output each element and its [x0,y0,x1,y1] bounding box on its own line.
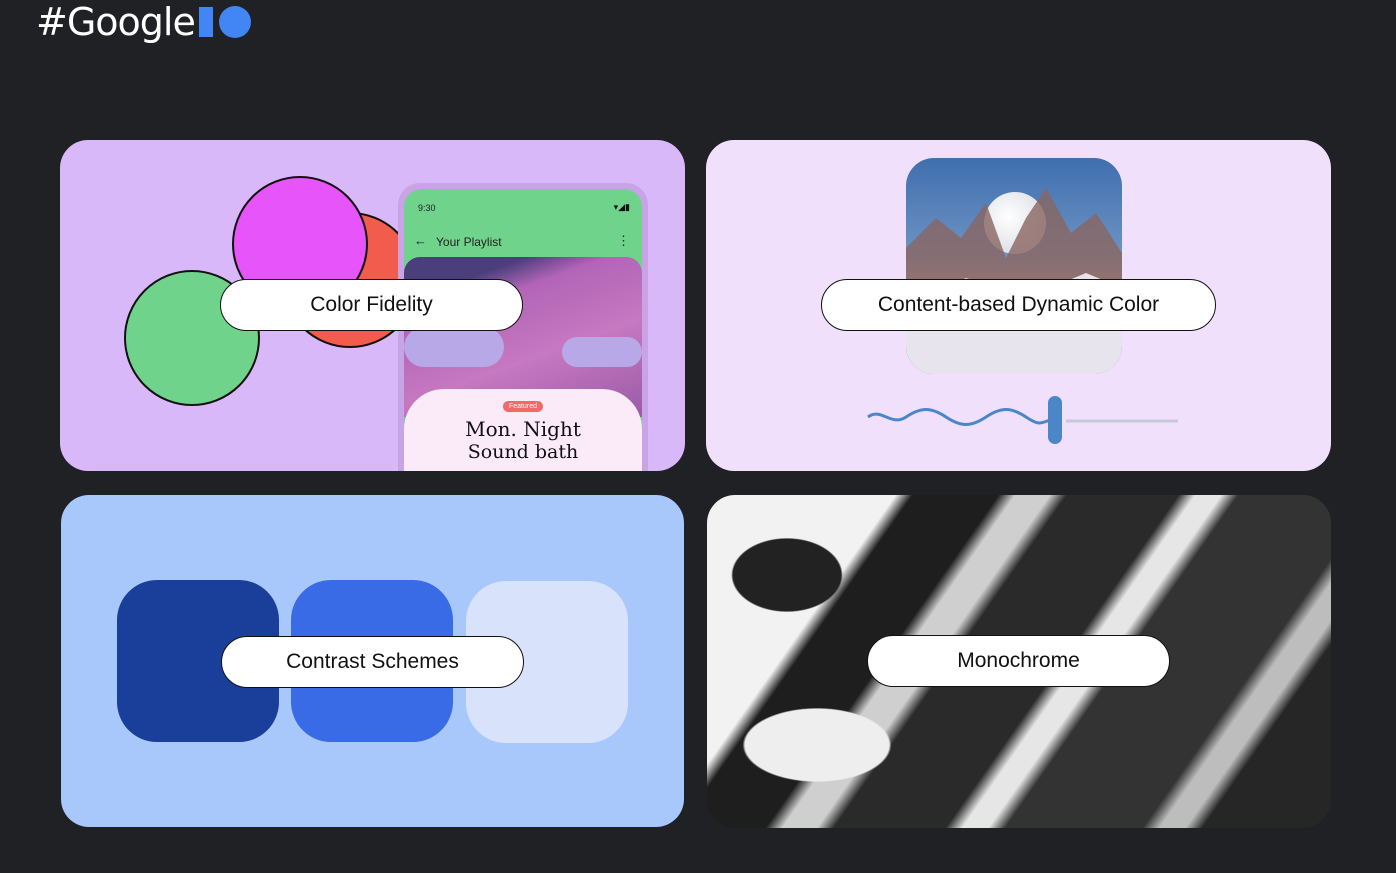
logo-text: #Google [36,0,196,44]
dynamic-color-label: Content-based Dynamic Color [821,279,1216,331]
wavy-slider[interactable] [866,392,1196,452]
monochrome-label: Monochrome [867,635,1170,687]
back-arrow-icon[interactable]: ← [414,233,427,248]
more-icon[interactable]: ⋮ [617,233,630,248]
dynamic-color-card: Content-based Dynamic Color [706,140,1331,471]
color-fidelity-label: Color Fidelity [220,279,523,331]
mountain-moon-image [906,158,1122,374]
logo-i-shape [198,7,213,37]
contrast-schemes-label: Contrast Schemes [221,636,524,688]
status-time: 9:30 [418,203,436,213]
logo-o-shape [218,6,251,38]
status-icons: ▾◢▮ [613,202,630,212]
contrast-schemes-card: Contrast Schemes [61,495,684,827]
feature-sheet: Featured Mon. Night Sound bath [404,389,642,471]
google-io-logo: #Google [36,0,251,44]
featured-badge: Featured [502,401,544,412]
color-fidelity-card: 9:30 ▾◢▮ ← Your Playlist ⋮ Featured Mon.… [60,140,685,471]
playlist-title: Your Playlist [436,235,502,249]
headline-line-1: Mon. Night [465,417,581,441]
headline-line-2: Sound bath [467,441,579,463]
monochrome-card: Monochrome [707,495,1331,828]
slider-handle [1048,396,1062,444]
